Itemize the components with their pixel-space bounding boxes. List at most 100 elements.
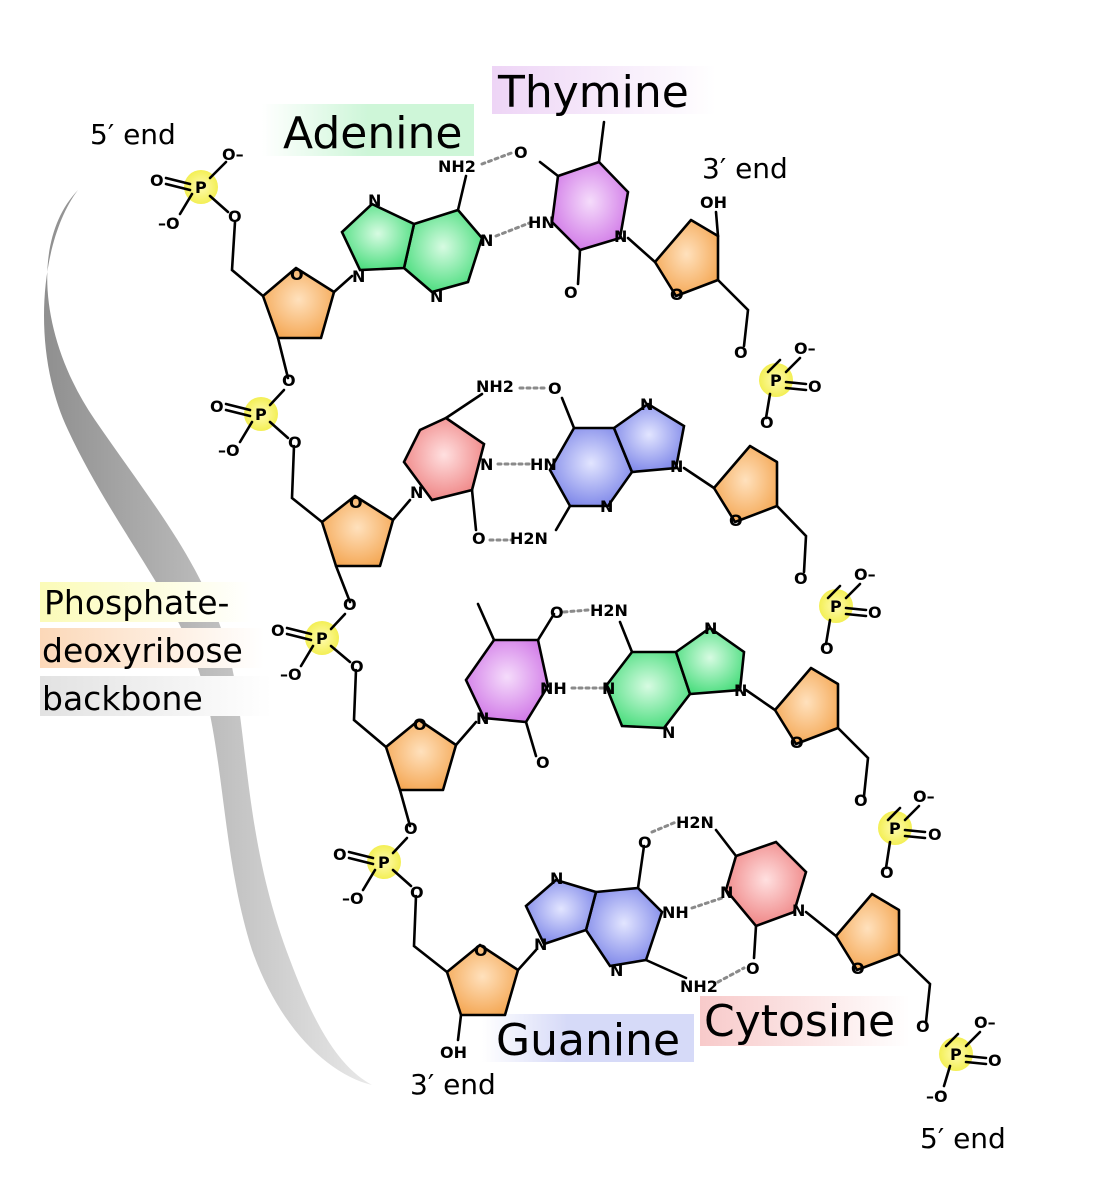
atom-label: O (988, 1051, 1002, 1070)
atom-label: –O (280, 665, 302, 684)
sugar-left-2 (320, 494, 395, 568)
atom-label: H2N (590, 601, 628, 620)
guanine-ring-4 (524, 878, 598, 946)
atom-label: –O (158, 214, 180, 233)
five-prime-end-bottom: 5′ end (920, 1122, 1006, 1155)
atom-label: OH (700, 193, 727, 212)
atom-label: N (662, 723, 675, 742)
atom-label: O (474, 941, 488, 960)
phosphate-right-3 (878, 811, 912, 845)
guanine-ring-3 (584, 886, 664, 968)
three-prime-end-top: 3′ end (702, 152, 788, 185)
atom-label: O (288, 433, 302, 452)
atom-label: N (352, 267, 365, 286)
atom-label: N (600, 497, 613, 516)
thymine-label-bg (492, 66, 716, 114)
cytosine-ring-2 (724, 840, 808, 928)
atom-label: O (333, 845, 347, 864)
atom-label: O (282, 371, 296, 390)
atom-label: O (820, 639, 834, 658)
atom-label: P (378, 853, 390, 872)
atom-label: O– (794, 339, 816, 358)
atom-label: O (638, 833, 652, 852)
atom-label: N (640, 395, 653, 414)
adenine-label-bg (262, 104, 474, 156)
atom-label: N (670, 457, 683, 476)
atom-label: O (851, 959, 865, 978)
cytosine-label: Cytosine (704, 996, 895, 1047)
atom-label: –O (342, 889, 364, 908)
atom-label: O (548, 379, 562, 398)
backbone-label-line3: backbone (42, 679, 203, 718)
atom-label: O (670, 285, 684, 304)
atom-label: O (290, 265, 304, 284)
atom-labels: P O– O –O O P O O –O O P O O –O O P O O … (150, 143, 1002, 1106)
atom-label: P (830, 597, 842, 616)
atom-label: HN (530, 455, 557, 474)
atom-label: NH2 (680, 977, 718, 996)
atom-label: O (868, 603, 882, 622)
atom-label: P (255, 405, 267, 424)
cytosine-ring-1 (402, 416, 486, 502)
atom-label: O (210, 397, 224, 416)
atom-label: N (534, 935, 547, 954)
atom-label: O (564, 283, 578, 302)
sugar-right-3 (773, 666, 840, 746)
atom-label: HN (528, 213, 555, 232)
three-prime-end-bottom: 3′ end (410, 1068, 496, 1101)
atom-label: O (404, 819, 418, 838)
atom-label: O– (222, 145, 244, 164)
atom-label: O (514, 143, 528, 162)
atom-label: O (271, 621, 285, 640)
atom-label: NH (540, 679, 567, 698)
atom-label: O (536, 753, 550, 772)
atom-label: O (349, 493, 363, 512)
atom-label: H2N (510, 529, 548, 548)
sugar-left-3 (384, 718, 458, 792)
atom-label: O (760, 413, 774, 432)
atom-label: H2N (676, 813, 714, 832)
sugar-right-2 (712, 444, 779, 524)
atom-label: N (602, 679, 615, 698)
hydrogen-bonds (480, 150, 746, 984)
atom-label: O (790, 733, 804, 752)
atom-label: O (228, 207, 242, 226)
atom-label: NH (662, 903, 689, 922)
atom-label: O (550, 603, 564, 622)
atom-label: O (150, 171, 164, 190)
atom-label: N (368, 191, 381, 210)
adenine-ring-3 (604, 650, 692, 730)
atom-label: N (720, 883, 733, 902)
thymine-label: Thymine (497, 67, 689, 118)
backbone-bonds (164, 120, 988, 1088)
atom-label: O (794, 569, 808, 588)
atom-label: N (704, 619, 717, 638)
guanine-label-bg (482, 1014, 694, 1062)
guanine-ring-2 (612, 402, 686, 474)
atom-label: O (928, 825, 942, 844)
atom-label: P (195, 178, 207, 197)
atom-label: O (880, 863, 894, 882)
sugar-left-4 (445, 943, 520, 1017)
atom-label: N (480, 231, 493, 250)
adenine-ring-4 (674, 626, 746, 696)
sugar-left-1 (261, 266, 336, 340)
atom-label: P (889, 819, 901, 838)
atom-label: P (770, 371, 782, 390)
atom-label: O– (974, 1013, 996, 1032)
atom-label: OH (440, 1043, 467, 1062)
backbone-label-bg-2 (40, 628, 264, 668)
atom-label: O (808, 377, 822, 396)
backbone-label-line1: Phosphate- (44, 583, 229, 622)
atom-label: P (316, 629, 328, 648)
atom-label: O (729, 511, 743, 530)
backbone-label-bg-1 (40, 582, 252, 622)
atom-label: O (410, 883, 424, 902)
atom-label: P (950, 1045, 962, 1064)
atom-label: O (854, 791, 868, 810)
atom-label: –O (218, 441, 240, 460)
atom-label: O (916, 1017, 930, 1036)
five-prime-end-left: 5′ end (90, 118, 176, 151)
atom-label: N (476, 709, 489, 728)
adenine-ring-2 (340, 202, 416, 272)
